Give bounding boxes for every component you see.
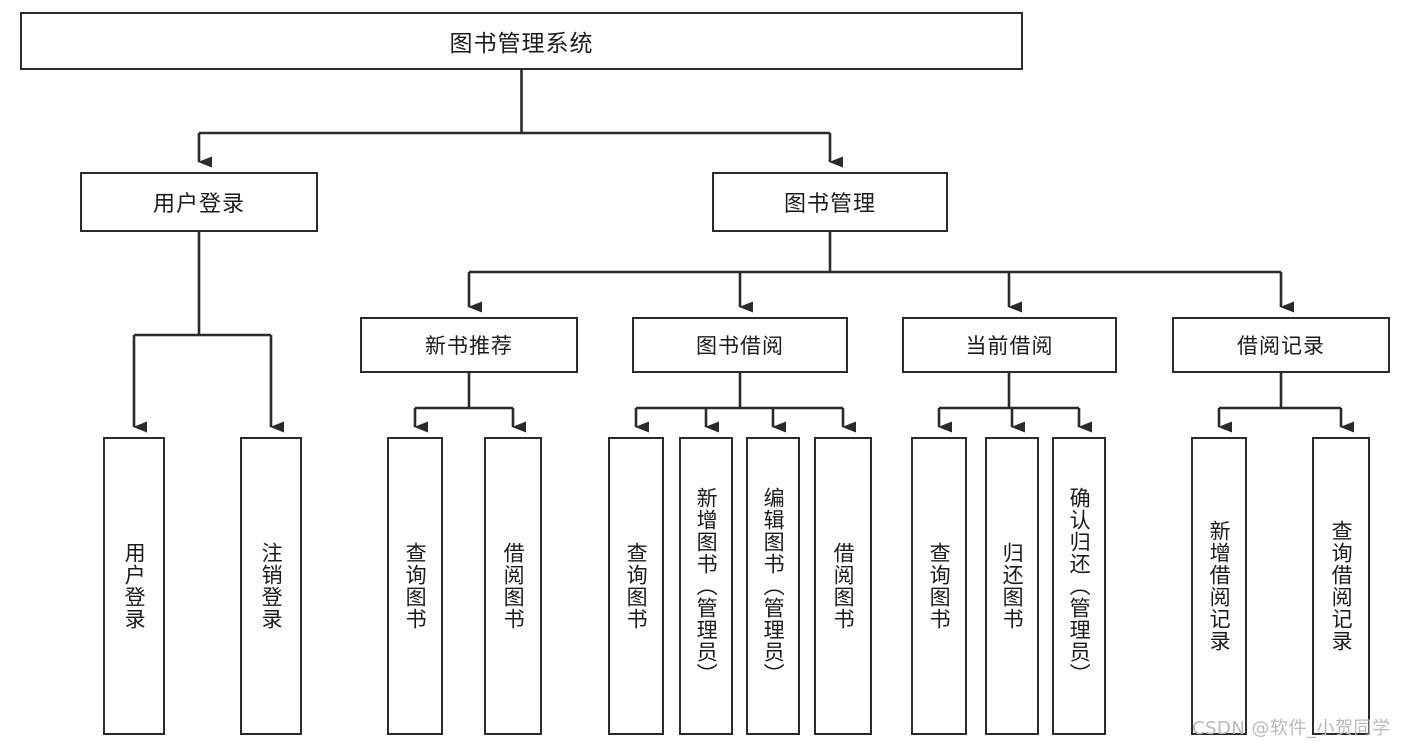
node-label: 借阅图书 — [501, 542, 526, 630]
node-label: 图书借阅 — [696, 334, 784, 358]
leaf-query-borrow-record[interactable]: 查询借阅记录 — [1312, 437, 1370, 735]
leaf-query-book-current[interactable]: 查询图书 — [911, 437, 967, 735]
node-label: 新增借阅记录 — [1207, 520, 1232, 652]
leaf-borrow-book-recommend[interactable]: 借阅图书 — [484, 437, 542, 735]
node-label: 新增图书（管理员） — [694, 487, 719, 685]
watermark: CSDN @软件_小贺同学 — [1192, 718, 1391, 739]
leaf-user-login[interactable]: 用户登录 — [103, 437, 165, 735]
leaf-edit-book-admin[interactable]: 编辑图书（管理员） — [746, 437, 800, 735]
node-label: 借阅图书 — [831, 542, 856, 630]
node-label: 图书管理系统 — [449, 31, 594, 57]
node-label: 查询图书 — [927, 542, 952, 630]
node-label: 借阅记录 — [1237, 334, 1325, 358]
node-label: 注销登录 — [259, 542, 284, 630]
leaf-add-borrow-record[interactable]: 新增借阅记录 — [1191, 437, 1247, 735]
leaf-borrow-book[interactable]: 借阅图书 — [814, 437, 872, 735]
node-current-borrow[interactable]: 当前借阅 — [902, 317, 1117, 373]
node-label: 查询图书 — [624, 542, 649, 630]
node-book-management[interactable]: 图书管理 — [712, 172, 948, 232]
leaf-query-book-borrow[interactable]: 查询图书 — [608, 437, 664, 735]
node-label: 查询借阅记录 — [1329, 520, 1354, 652]
node-root[interactable]: 图书管理系统 — [20, 12, 1023, 70]
node-label: 用户登录 — [152, 192, 245, 217]
node-label: 用户登录 — [122, 542, 147, 630]
node-label: 归还图书 — [1000, 542, 1025, 630]
node-book-borrow[interactable]: 图书借阅 — [632, 317, 848, 373]
node-label: 确认归还（管理员） — [1067, 487, 1092, 685]
node-label: 当前借阅 — [965, 334, 1054, 358]
node-label: 新书推荐 — [425, 334, 513, 358]
node-label: 查询图书 — [403, 542, 428, 630]
leaf-user-logout[interactable]: 注销登录 — [240, 437, 302, 735]
node-user-login[interactable]: 用户登录 — [80, 172, 318, 232]
node-label: 图书管理 — [783, 192, 876, 217]
leaf-query-book-recommend[interactable]: 查询图书 — [387, 437, 443, 735]
node-borrow-record[interactable]: 借阅记录 — [1172, 317, 1390, 373]
node-new-book-recommend[interactable]: 新书推荐 — [360, 317, 578, 373]
leaf-add-book-admin[interactable]: 新增图书（管理员） — [679, 437, 733, 735]
node-label: 编辑图书（管理员） — [761, 487, 786, 685]
leaf-return-book[interactable]: 归还图书 — [985, 437, 1039, 735]
leaf-confirm-return-admin[interactable]: 确认归还（管理员） — [1052, 437, 1106, 735]
